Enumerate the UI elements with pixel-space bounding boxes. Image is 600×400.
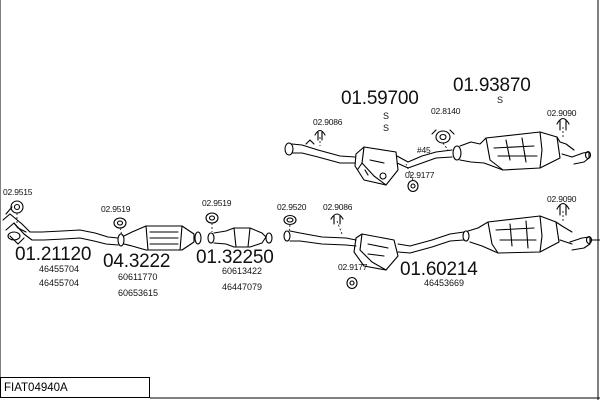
lower-part-3-num2: 46447079 (222, 282, 263, 292)
lower-code-9519b: 02.9519 (202, 198, 232, 208)
upper-code-9177: 02.9177 (405, 170, 435, 180)
lower-catalyst-04-3222 (117, 225, 202, 251)
lower-ring-9519a (113, 217, 127, 229)
upper-part-b-label: 01.93870 (453, 75, 531, 96)
upper-part-b-s: S (497, 95, 504, 105)
lower-code-9086: 02.9086 (323, 202, 353, 212)
upper-ring-small (379, 172, 387, 180)
upper-code-45: #45 (417, 145, 431, 155)
lower-flexpipe-01-32250 (207, 227, 273, 248)
lower-hanger-9090 (556, 202, 570, 216)
lower-part-2-label: 04.3222 (103, 251, 171, 272)
upper-ring-9177 (407, 179, 419, 193)
upper-code-8140: 02.8140 (431, 106, 461, 116)
lower-middle-silencer (353, 233, 399, 271)
lower-rear-silencer (462, 215, 573, 254)
upper-hanger-9086 (314, 129, 326, 141)
lower-mid-pipe (397, 231, 465, 254)
upper-tailpipe (571, 150, 592, 165)
diagram-title: FIAT04940A (4, 382, 68, 394)
lower-part-1-label: 01.21120 (15, 244, 92, 265)
lower-part-2-num2: 60653615 (118, 288, 159, 298)
upper-part-a-s2: S (383, 123, 390, 133)
upper-code-9086: 02.9086 (313, 117, 343, 127)
lower-downpipe (2, 213, 119, 246)
lower-hanger-9086 (330, 213, 344, 225)
lower-code-9090: 02.9090 (547, 194, 577, 204)
upper-rear-silencer (452, 131, 575, 171)
lower-tailpipe (569, 235, 600, 251)
lower-part-3-label: 01.32250 (196, 247, 274, 268)
upper-front-pipe (284, 139, 356, 164)
upper-part-a-label: 01.59700 (341, 88, 419, 109)
lower-part-2-num1: 60611770 (118, 272, 158, 282)
upper-mid-pipe (396, 149, 453, 169)
lower-ring-9519b (205, 212, 219, 224)
lower-ring-9520 (283, 214, 297, 226)
lower-code-9177: 02.9177 (338, 262, 368, 272)
upper-clamp-8140 (431, 129, 455, 144)
lower-ring-9177 (346, 276, 358, 290)
lower-part-3-num1: 60613422 (222, 266, 263, 276)
lower-part-1-num2: 46455704 (39, 278, 80, 288)
lower-front-pipe (283, 230, 357, 247)
lower-ring-9515 (5, 200, 24, 215)
lower-code-9519a: 02.9519 (101, 204, 131, 214)
lower-part-4-label: 01.60214 (400, 259, 478, 280)
upper-middle-silencer (354, 146, 399, 186)
upper-hanger-9090 (556, 117, 570, 131)
lower-code-9515: 02.9515 (3, 187, 33, 197)
upper-part-a-s1: S (383, 111, 390, 121)
lower-part-1-num1: 46455704 (39, 264, 80, 274)
lower-code-9520: 02.9520 (277, 202, 307, 212)
diagram-title-box: FIAT04940A (0, 377, 150, 398)
lower-part-4-num1: 46453669 (424, 278, 465, 288)
upper-code-9090: 02.9090 (547, 108, 577, 118)
